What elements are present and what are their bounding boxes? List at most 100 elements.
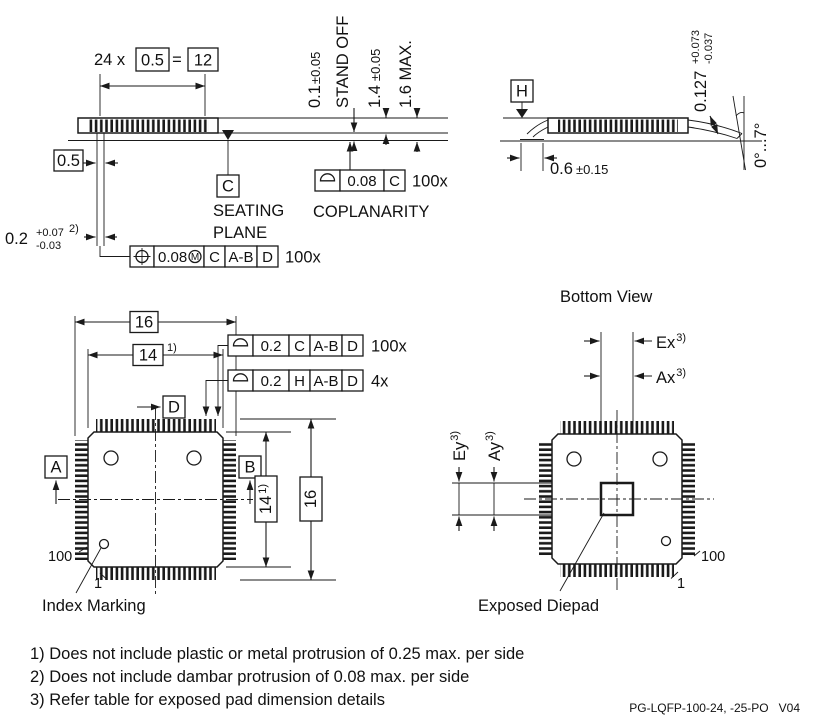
lead-thickness-tol-plus: +0.073 — [690, 30, 702, 64]
note-3: 3) Refer table for exposed pad dimension… — [30, 691, 385, 709]
body-height-dimension: 141) — [254, 432, 278, 567]
datum-a-frame — [44, 455, 68, 479]
pitch-total-box — [187, 47, 219, 72]
mold-mark-circle — [103, 450, 119, 466]
svg-text:141): 141) — [257, 484, 275, 514]
lead-fcf-datum1: C — [294, 338, 305, 355]
pin-100-label: 100 — [701, 549, 725, 565]
datum-h-label: H — [516, 83, 528, 101]
datum-c-label: C — [222, 178, 234, 196]
leads-side-view — [89, 119, 209, 132]
pitch-value: 0.5 — [141, 52, 164, 70]
position-count: 100x — [285, 249, 322, 267]
datum-a-label: A — [50, 459, 61, 477]
leads-bottom — [560, 564, 674, 577]
ex-label: Ex — [656, 334, 676, 352]
top-view: 16 14 1) 0.2 C A-B D 100x — [42, 310, 408, 615]
height-dimensions: 0.1±0.05 STAND OFF 1.4±0.05 1.6 MAX. — [306, 16, 421, 152]
notes-block: 1) Does not include plastic or metal pro… — [30, 645, 524, 709]
ex-note: 3) — [676, 332, 686, 344]
body-width-dimension: 14 1) — [88, 342, 223, 367]
plane-label: PLANE — [213, 224, 267, 242]
mold-mark-circle — [186, 450, 202, 466]
overall-width-box — [129, 310, 159, 334]
pin-100-label: 100 — [48, 549, 72, 565]
coplanarity-tolerance: 0.08 — [347, 173, 376, 190]
standoff-tol: ±0.05 — [308, 52, 323, 84]
dambar-value: 0.2 — [5, 230, 28, 248]
lead-width-basic-dimension: 0.5 — [53, 133, 118, 246]
overall-height-dimension: 16 — [299, 419, 323, 580]
body-width-box — [132, 343, 164, 367]
bottom-view: Bottom View Ex3) Ax3) Ey3) Ay3) — [449, 288, 725, 615]
pitch-value-box — [135, 47, 170, 72]
profile-symbol-icon — [319, 173, 336, 182]
datum-d-frame — [162, 395, 186, 419]
standoff-value: 0.1 — [306, 85, 324, 108]
thickness-tol: ±0.05 — [368, 49, 383, 81]
note-1: 1) Does not include plastic or metal pro… — [30, 645, 524, 663]
position-datum1: C — [209, 249, 220, 266]
position-fcf: 0.08 M C A-B D 100x — [129, 245, 322, 268]
leads-bottom — [96, 567, 216, 580]
le​ads-detail-view — [558, 119, 678, 132]
foot-length-value: 0.6 — [550, 160, 573, 178]
leads-top — [96, 419, 216, 432]
note-2: 2) Does not include dambar protrusion of… — [30, 668, 469, 686]
overall-height: 16 — [302, 490, 320, 508]
pin-1-label: 1 — [94, 576, 102, 592]
exposed-diepad — [599, 481, 635, 517]
material-condition-m: M — [191, 252, 199, 263]
dambar-tol-minus: -0.03 — [36, 240, 61, 252]
svg-text:1.4±0.05: 1.4±0.05 — [366, 49, 384, 108]
pitch-prefix: 24 x — [94, 51, 126, 69]
corner-lead-fcf: 0.2 H A-B D 4x — [202, 369, 389, 416]
diepad-ay-dimension: Ay3) — [484, 431, 504, 531]
body-width: 14 — [139, 347, 157, 365]
standoff-label: STAND OFF — [334, 16, 352, 108]
lead-thickness-tol-minus: -0.037 — [703, 33, 715, 64]
svg-text:0.6±0.15: 0.6±0.15 — [550, 160, 608, 178]
leads-right — [223, 440, 236, 560]
seating-label: SEATING — [213, 202, 284, 220]
bottom-view-title: Bottom View — [560, 288, 652, 306]
overall-width: 16 — [135, 314, 153, 332]
lead-fcf: 0.2 C A-B D 100x — [214, 334, 408, 416]
ax-label: Ax — [656, 369, 676, 387]
position-tolerance: 0.08 — [158, 249, 187, 266]
index-marking-circle — [660, 535, 672, 547]
overall-height-box — [299, 476, 323, 522]
profile-symbol-icon — [232, 338, 249, 347]
mold-mark-circle — [652, 451, 668, 467]
diepad-ax-dimension: Ax3) — [584, 367, 686, 387]
coplanarity-count: 100x — [412, 173, 449, 191]
foot-length-dimension: 0.6±0.15 — [507, 143, 608, 178]
ey-note: 3) — [449, 431, 461, 441]
profile-symbol-icon — [232, 373, 249, 382]
index-marking-label: Index Marking — [42, 597, 146, 615]
datum-h-triangle-icon — [516, 109, 528, 118]
overall-width-dimension: 16 — [75, 310, 236, 334]
diepad-ex-dimension: Ex3) — [584, 332, 686, 352]
mold-mark-circle — [566, 451, 582, 467]
svg-text:Ax3): Ax3) — [656, 367, 686, 387]
corner-fcf-tolerance: 0.2 — [261, 373, 282, 390]
ey-label: Ey — [451, 441, 469, 461]
coplanarity-datum: C — [389, 173, 400, 190]
body-height-box — [254, 475, 278, 523]
dambar-tol-plus: +0.07 — [36, 227, 64, 239]
body-width-note: 1) — [167, 342, 177, 354]
position-datum2: A-B — [228, 249, 253, 266]
coplanarity-label: COPLANARITY — [313, 203, 429, 221]
dambar-note-ref: 2) — [69, 223, 79, 235]
seating-datum-triangle-icon — [222, 130, 234, 140]
exposed-diepad-label: Exposed Diepad — [478, 597, 599, 615]
lead-fcf-datum2: A-B — [313, 338, 338, 355]
leads-left — [75, 440, 88, 560]
pitch-dimension: 24 x 0.5 = 12 — [94, 47, 219, 116]
datum-c-frame — [216, 174, 240, 198]
detail-side-view: H 0.6±0.15 0.127 +0.073 -0.037 0°...7° — [500, 30, 770, 178]
index-marking-circle — [98, 538, 110, 550]
